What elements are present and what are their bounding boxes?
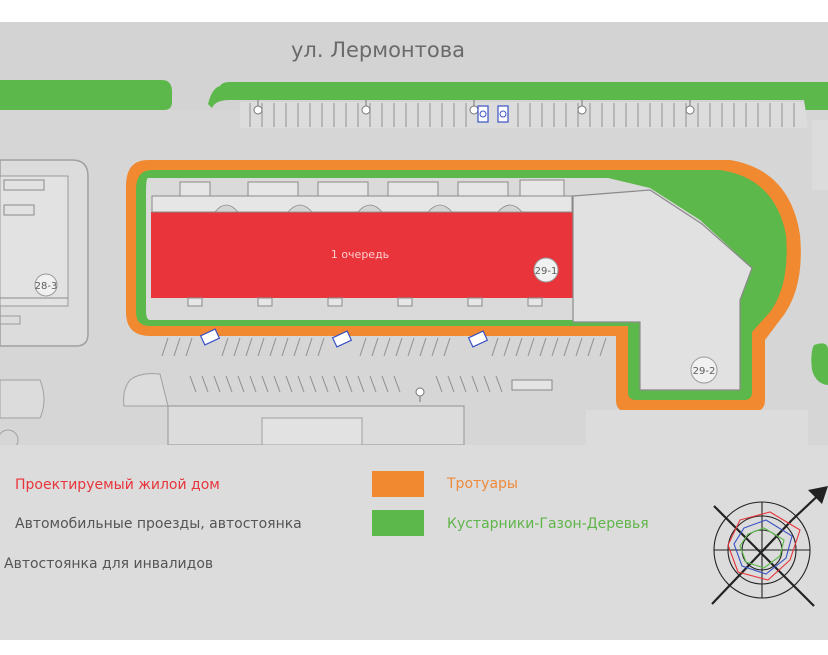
legend-roads-label: Автомобильные проезды, автостоянка <box>15 516 302 532</box>
building-29-2-badge <box>690 356 718 384</box>
north-arrow-icon <box>791 486 828 521</box>
building-29-1-label: 29-1 <box>535 266 558 277</box>
corner-block <box>123 373 169 407</box>
street-lamp-icon <box>415 387 425 402</box>
building-28-3-badge <box>34 273 58 297</box>
street-lamp-icon <box>253 100 695 115</box>
parking-stripes-top <box>249 103 795 127</box>
wind-rose-icon <box>711 501 815 607</box>
disabled-parking-icon <box>199 328 489 348</box>
green-strip-top <box>208 82 828 120</box>
building-28-3-label: 28-3 <box>35 281 58 292</box>
building-28-3-entrance <box>0 315 21 325</box>
residential-building-label: 1 очередь <box>331 248 389 261</box>
green-right-edge <box>811 343 828 385</box>
building-29-1-badge <box>533 257 559 283</box>
parking-stripes-bottom <box>161 337 607 393</box>
facade-bottom <box>187 297 543 307</box>
building-29-2-label: 29-2 <box>693 366 716 377</box>
street-name: ул. Лермонтова <box>291 38 465 62</box>
building-28-3-details <box>0 179 68 299</box>
parking-pad <box>511 379 553 391</box>
lower-right-road <box>586 410 808 445</box>
green-strip-left <box>0 80 172 110</box>
top-margin <box>0 0 828 22</box>
legend-residential-label: Проектируемый жилой дом <box>15 477 220 493</box>
facade-bays <box>214 204 523 213</box>
building-29-2 <box>572 189 753 391</box>
legend-greenery-swatch <box>372 510 424 536</box>
legend-greenery-label: Кустарники-Газон-Деревья <box>447 516 649 532</box>
legend-sidewalk-swatch <box>372 471 424 497</box>
parking-top <box>240 102 808 128</box>
left-lower-block <box>0 379 45 419</box>
disabled-parking-icon <box>477 105 509 123</box>
lower-building-wing <box>261 417 363 446</box>
legend-disabled-parking-label: Автостоянка для инвалидов <box>4 556 214 572</box>
bottom-margin <box>0 640 828 655</box>
legend-sidewalk-label: Тротуары <box>447 476 518 492</box>
right-road <box>812 120 828 190</box>
residential-building <box>151 212 573 298</box>
